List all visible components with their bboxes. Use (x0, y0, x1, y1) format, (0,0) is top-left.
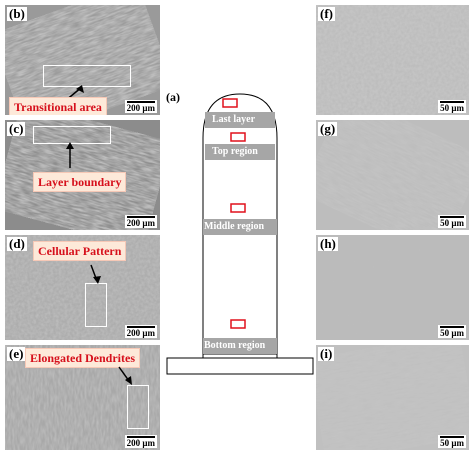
scale-bar-text: 50 μm (440, 438, 464, 448)
micrograph-g-texture (316, 120, 469, 230)
scale-bar-f: 50 μm (438, 100, 466, 113)
micrograph-c: Layer boundary (c) 200 μm (5, 120, 160, 230)
scale-bar-h: 50 μm (438, 325, 466, 338)
marker-bottom-region (230, 319, 246, 329)
micrograph-g: (g) 50 μm (316, 120, 469, 230)
scale-bar-d: 200 μm (124, 325, 157, 338)
substrate-plate (166, 357, 314, 375)
annotation-c: Layer boundary (33, 172, 127, 192)
region-label-middle: Middle region (204, 221, 265, 232)
region-label-top: Top region (212, 146, 258, 157)
highlight-box-e (127, 385, 149, 429)
panel-label-f: (f) (318, 6, 335, 21)
scale-bar-text: 200 μm (126, 328, 155, 338)
micrograph-b: Transitional area (b) 200 μm (5, 5, 160, 115)
panel-label-c: (c) (7, 121, 26, 136)
region-bar-last (205, 112, 275, 128)
marker-middle-region (230, 203, 246, 213)
micrograph-i: (i) 50 μm (316, 345, 469, 450)
wall-outline (202, 93, 278, 354)
panel-label-e: (e) (7, 346, 26, 361)
annotation-d: Cellular Pattern (33, 241, 127, 261)
scale-bar-line (440, 216, 464, 218)
scale-bar-line (126, 101, 155, 103)
annotation-b: Transitional area (9, 97, 107, 115)
micrograph-f: (f) 50 μm (316, 5, 469, 115)
scale-bar-e: 200 μm (124, 435, 157, 448)
panel-label-b: (b) (7, 6, 27, 21)
arrow-d (90, 264, 101, 284)
wall-schematic (166, 93, 314, 375)
micrograph-e: Elongated Dendrites (e) 200 μm (5, 345, 160, 450)
panel-label-d: (d) (7, 236, 27, 251)
micrograph-i-texture (316, 345, 469, 450)
scale-bar-g: 50 μm (438, 215, 466, 228)
panel-label-a: (a) (166, 90, 180, 104)
panel-label-g: (g) (318, 121, 338, 136)
arrow-e (118, 366, 132, 385)
marker-top-region (230, 132, 246, 142)
region-bar-middle (203, 219, 277, 235)
region-label-bottom: Bottom region (204, 340, 266, 351)
panel-label-h: (h) (318, 236, 338, 251)
scale-bar-text: 50 μm (440, 218, 464, 228)
scale-bar-line (126, 216, 155, 218)
scale-bar-line (126, 326, 155, 328)
highlight-box-d (85, 283, 107, 327)
scale-bar-c: 200 μm (124, 215, 157, 228)
scale-bar-i: 50 μm (438, 435, 466, 448)
micrograph-h-texture (316, 235, 469, 340)
panel-label-i: (i) (318, 346, 335, 361)
marker-last-layer (222, 98, 238, 108)
scale-bar-line (440, 101, 464, 103)
micrograph-f-texture (316, 5, 469, 115)
scale-bar-b: 200 μm (124, 100, 157, 113)
region-label-last: Last layer (212, 114, 256, 125)
scale-bar-text: 200 μm (126, 103, 155, 113)
annotation-e: Elongated Dendrites (25, 348, 140, 368)
arrow-c (66, 142, 74, 168)
micrograph-d-texture (5, 235, 160, 340)
micrograph-h: (h) 50 μm (316, 235, 469, 340)
region-bar-top (205, 144, 275, 160)
highlight-box-c (33, 126, 111, 144)
scale-bar-line (440, 326, 464, 328)
region-bar-bottom (203, 338, 277, 354)
highlight-box-b (43, 65, 131, 87)
scale-bar-text: 200 μm (126, 218, 155, 228)
scale-bar-line (126, 436, 155, 438)
scale-bar-text: 50 μm (440, 103, 464, 113)
scale-bar-text: 200 μm (126, 438, 155, 448)
scale-bar-text: 50 μm (440, 328, 464, 338)
micrograph-d: Cellular Pattern (d) 200 μm (5, 235, 160, 340)
scale-bar-line (440, 436, 464, 438)
